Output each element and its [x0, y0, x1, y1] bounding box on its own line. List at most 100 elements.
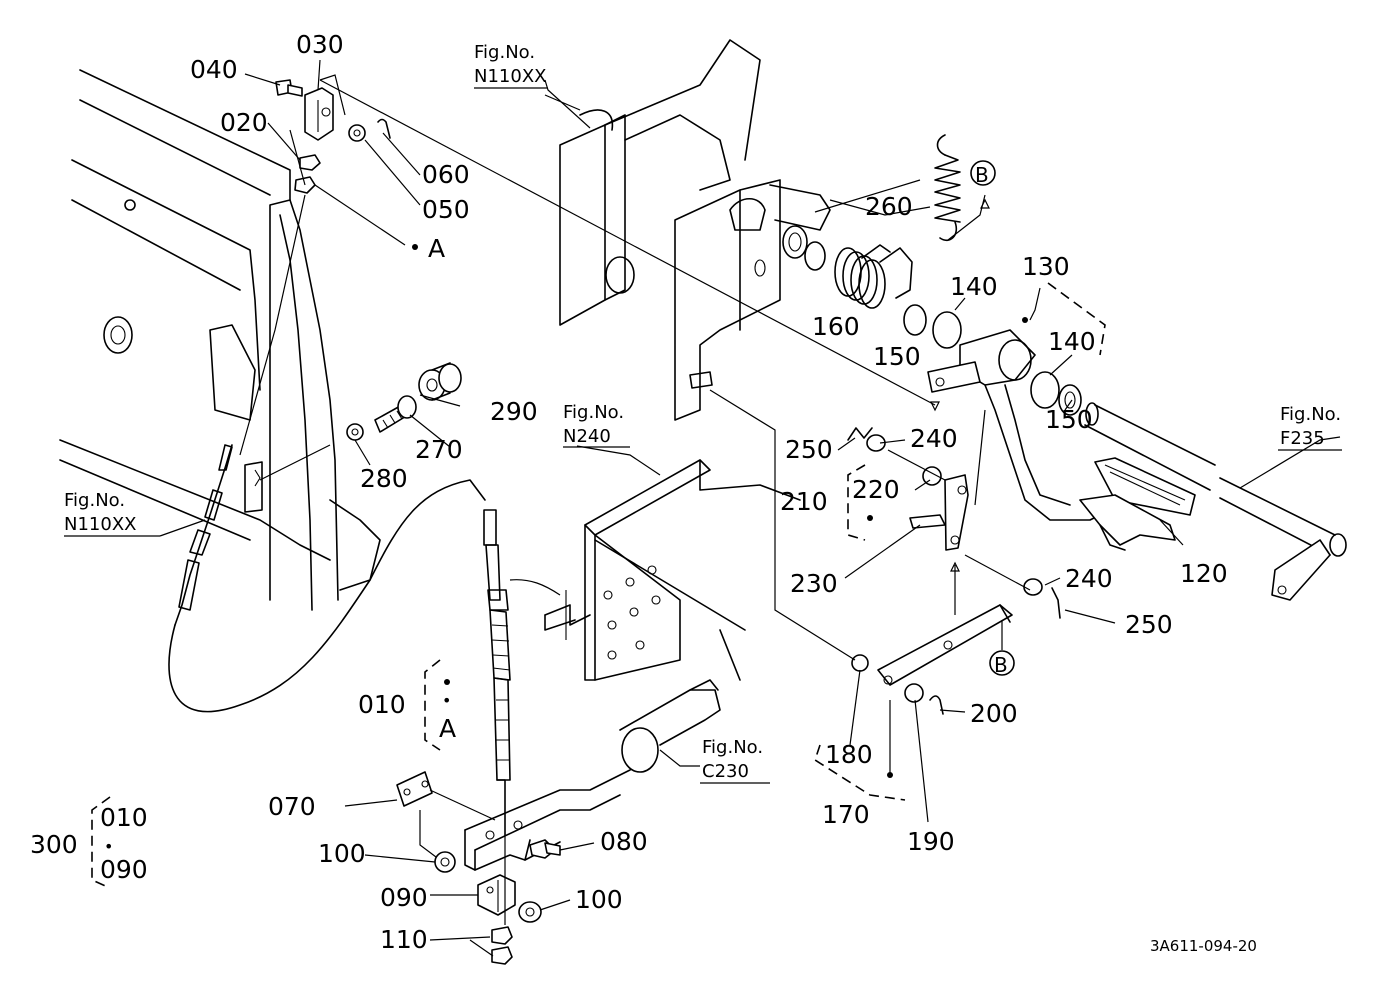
shaft-f235 [1084, 402, 1347, 601]
rod-170 [851, 604, 1013, 715]
svg-text:F235: F235 [1280, 428, 1325, 449]
washer-240b [1023, 578, 1043, 596]
label-030: 030 [296, 30, 344, 59]
svg-text:Fig.No.: Fig.No. [702, 737, 763, 758]
washer-100b [518, 901, 542, 923]
label-230: 230 [790, 569, 838, 598]
label-250b: 250 [1125, 610, 1173, 639]
label-070: 070 [268, 792, 316, 821]
svg-text:C230: C230 [702, 761, 749, 782]
clip-250b [1051, 587, 1061, 619]
label-220: 220 [852, 475, 900, 504]
label-060: 060 [422, 160, 470, 189]
fig-ref-n110xx-top: Fig.No. N110XX [474, 42, 548, 89]
nuts-110 [491, 926, 513, 965]
bearing [782, 225, 826, 271]
control-cable [168, 444, 511, 836]
pedal-bracket [559, 39, 831, 421]
label-090: 090 [380, 883, 428, 912]
fig-ref-n110xx-left: Fig.No. N110XX [64, 490, 160, 537]
washer-190 [904, 683, 924, 703]
lever-c230 [464, 679, 721, 871]
assembly-300-dot: • [104, 837, 113, 856]
svg-text:N240: N240 [563, 426, 611, 447]
label-160: 160 [812, 312, 860, 341]
washer-150b [1058, 384, 1082, 416]
bracket-010 [424, 659, 441, 751]
pin-040 [275, 79, 303, 97]
washer-280 [346, 423, 364, 441]
swivel-090 [477, 874, 516, 916]
label-300-top: 010 [100, 803, 148, 832]
bushing-140a [932, 311, 962, 349]
part-labels: 030 040 020 060 050 A 260 130 140 160 15… [30, 30, 1228, 954]
svg-text:Fig.No.: Fig.No. [474, 42, 535, 63]
label-200: 200 [970, 699, 1018, 728]
label-260: 260 [865, 192, 913, 221]
label-120: 120 [1180, 559, 1228, 588]
label-010: 010 [358, 690, 406, 719]
washer-150a [903, 304, 927, 336]
label-250a: 250 [785, 435, 833, 464]
label-180: 180 [825, 740, 873, 769]
label-300-bottom: 090 [100, 855, 148, 884]
bracket-210 [847, 464, 866, 541]
label-240a: 240 [910, 424, 958, 453]
bracket-130 [1047, 282, 1106, 356]
pedal-arm-130 [903, 304, 1111, 521]
pin-230 [909, 514, 946, 529]
link-210 [847, 427, 1061, 619]
spacer-290 [418, 362, 462, 401]
collar-220 [922, 466, 942, 486]
label-240b: 240 [1065, 564, 1113, 593]
fig-ref-f235: Fig.No. F235 [1278, 404, 1342, 451]
label-130: 130 [1022, 252, 1070, 281]
label-190: 190 [907, 827, 955, 856]
bolt-080 [529, 839, 561, 859]
label-020: 020 [220, 108, 268, 137]
svg-text:Fig.No.: Fig.No. [64, 490, 125, 511]
label-140a: 140 [950, 272, 998, 301]
torsion-spring-160 [834, 244, 913, 309]
svg-text:Fig.No.: Fig.No. [1280, 404, 1341, 425]
label-280: 280 [360, 464, 408, 493]
label-170: 170 [822, 800, 870, 829]
bracket-170 [814, 744, 906, 801]
svg-text:Fig.No.: Fig.No. [563, 402, 624, 423]
label-a-top: A [428, 234, 445, 263]
washer-050 [348, 124, 366, 142]
label-140b: 140 [1048, 327, 1096, 356]
cotter-pin-060 [377, 118, 391, 139]
svg-text:N110XX: N110XX [474, 66, 546, 87]
bushing-140b [1030, 371, 1060, 409]
tension-spring-260 [934, 134, 961, 242]
bracket-300 [91, 796, 111, 889]
label-210: 210 [780, 487, 828, 516]
pedal-pad-120 [1079, 457, 1196, 551]
bolt-270 [374, 395, 417, 433]
label-150b: 150 [1045, 405, 1093, 434]
label-050: 050 [422, 195, 470, 224]
ref-b-mid: B [989, 650, 1015, 677]
drawing-code: 3A611-094-20 [1150, 937, 1257, 955]
svg-text:B: B [994, 653, 1008, 677]
label-270: 270 [415, 435, 463, 464]
svg-text:N110XX: N110XX [64, 514, 136, 535]
label-a-assembly: A [439, 714, 456, 743]
clevis-030 [304, 87, 334, 141]
ref-b-top: B [970, 160, 996, 187]
clip-250a [847, 427, 873, 441]
collar-180 [851, 654, 869, 672]
bracket-n240 [509, 459, 801, 681]
fig-ref-n240: Fig.No. N240 [563, 402, 630, 448]
assembly-010-dot: • [442, 691, 451, 710]
label-150a: 150 [873, 342, 921, 371]
label-080: 080 [600, 827, 648, 856]
label-100a: 100 [318, 839, 366, 868]
label-040: 040 [190, 55, 238, 84]
label-300: 300 [30, 830, 78, 859]
svg-text:B: B [975, 163, 989, 187]
label-110: 110 [380, 925, 428, 954]
